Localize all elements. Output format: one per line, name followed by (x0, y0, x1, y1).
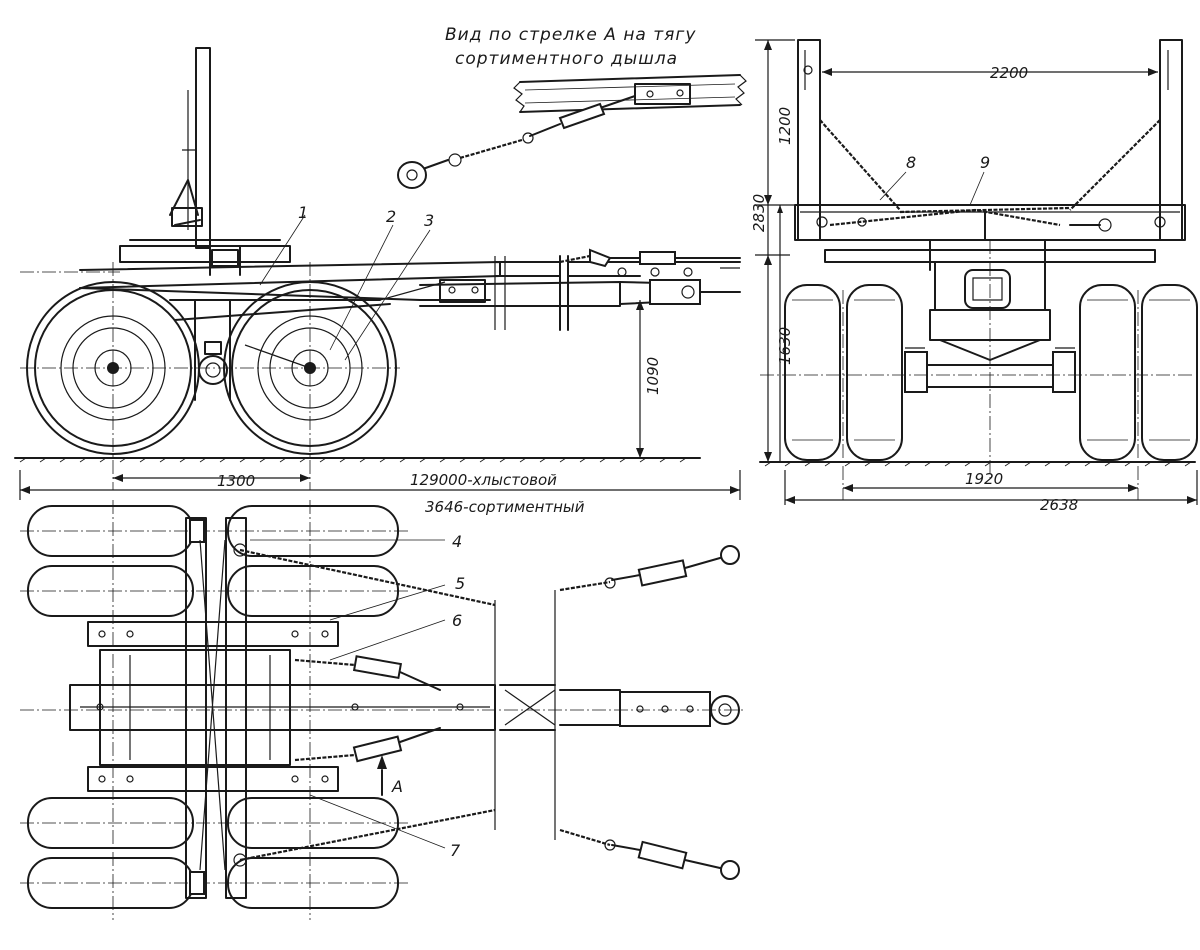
side-view (14, 47, 741, 500)
dim-deck-height: 1630 (776, 327, 794, 365)
dim-wheelbase: 1300 (217, 472, 255, 490)
callout-6: 6 (452, 611, 462, 630)
dim-stake-height: 1200 (776, 107, 794, 145)
rear-view (755, 39, 1198, 505)
arrow-a-label: А (391, 777, 403, 796)
dim-side-height: 1090 (644, 357, 662, 395)
dim-stake-width: 2200 (990, 64, 1028, 82)
callout-5: 5 (455, 574, 465, 593)
dim-length-assort: 3646-сортиментный (425, 498, 585, 516)
view-caption-line2: сортиментного дышла (455, 49, 678, 69)
dim-overall-width: 2638 (1040, 496, 1078, 514)
view-caption-line1: Вид по стрелке А на тягу (445, 25, 696, 45)
callout-1: 1 (298, 203, 308, 222)
callout-3: 3 (424, 211, 434, 230)
callout-7: 7 (450, 841, 461, 860)
dim-length-log: 129000-хлыстовой (410, 471, 557, 489)
callout-4: 4 (452, 532, 462, 551)
callout-8: 8 (906, 153, 916, 172)
dim-total-height: 2830 (750, 194, 768, 232)
detail-view-a (397, 74, 747, 189)
dim-track: 1920 (965, 470, 1003, 488)
plan-view (20, 500, 745, 920)
callout-9: 9 (980, 153, 990, 172)
callout-2: 2 (386, 207, 396, 226)
